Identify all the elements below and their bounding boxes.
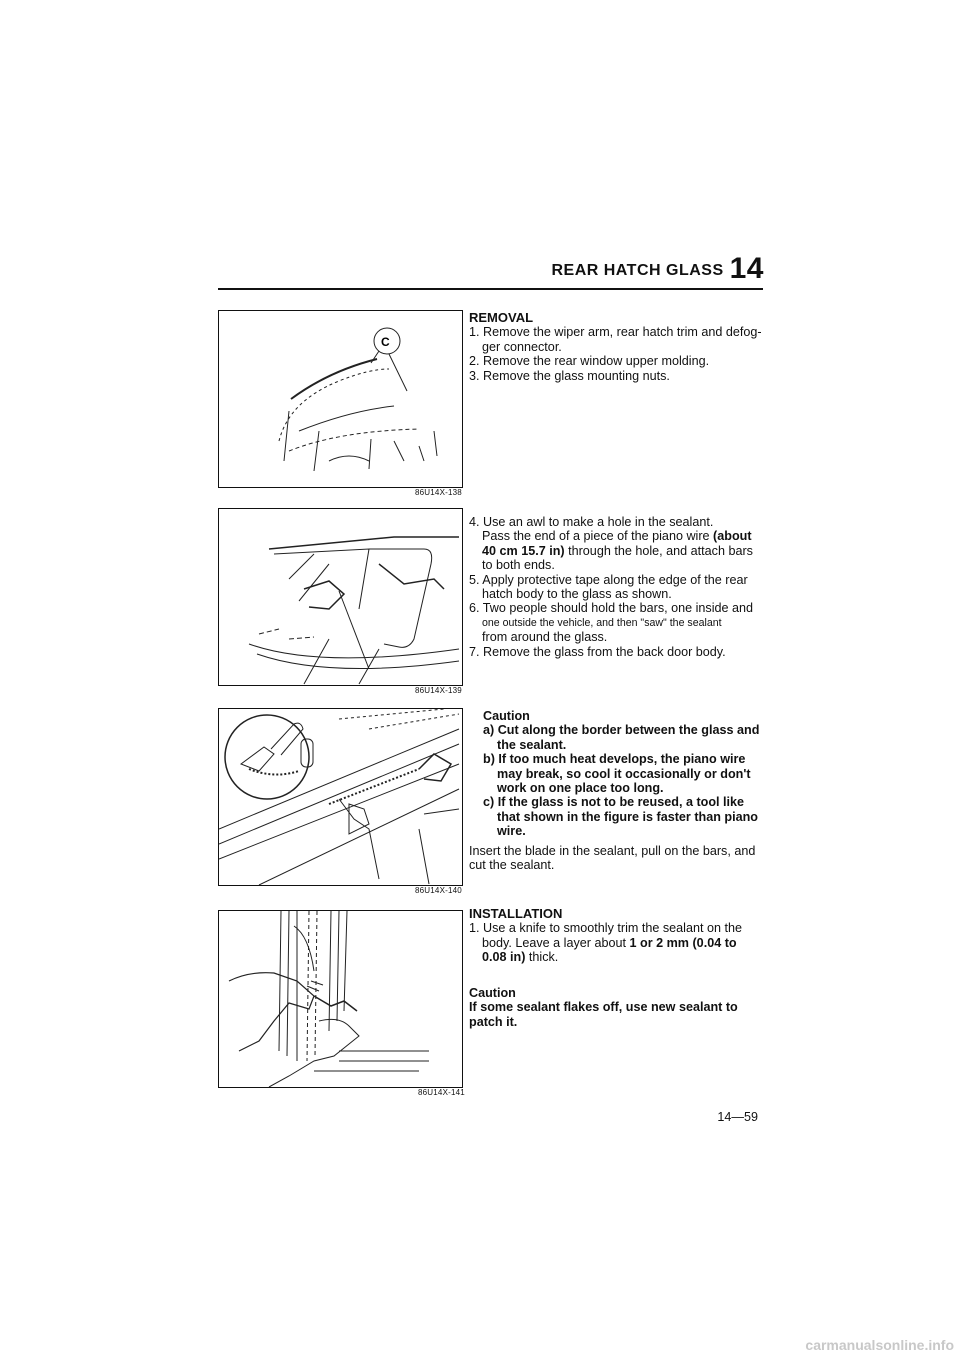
removal-step-4: 4. Use an awl to make a hole in the seal… <box>469 515 764 573</box>
caution-box-1: Caution a) Cut along the border between … <box>483 709 764 839</box>
figure-4-caption: 86U14X-141 <box>418 1088 465 1097</box>
installation-section: INSTALLATION 1. Use a knife to smoothly … <box>469 906 764 965</box>
figure-1-callout-label: C <box>381 335 390 349</box>
figure-1-hatch-overview: C <box>218 310 463 488</box>
figure-4-trim-sealant <box>218 910 463 1088</box>
removal-step-5: 5. Apply protective tape along the edge … <box>469 572 748 602</box>
caution-2-title: Caution <box>469 986 516 1000</box>
figure-3-illustration <box>219 709 460 885</box>
removal-step-4-text-b: through the hole, and attach bars to bot… <box>482 543 753 573</box>
figure-3-sealant-tool <box>218 708 463 886</box>
removal-step-4-intro: 4. Use an awl to make a hole in the seal… <box>469 515 714 529</box>
removal-step-6-line-3: from around the glass. <box>482 630 608 645</box>
installation-step-1-text-b: thick. <box>525 950 559 965</box>
removal-step-4-wire-length: (about 40 cm 15.7 in) <box>482 529 752 558</box>
removal-step-6-line-1: 6. Two people should hold the bars, one … <box>469 601 754 616</box>
removal-section: REMOVAL 1. Remove the wiper arm, rear ha… <box>469 310 764 383</box>
installation-step-1: 1. Use a knife to smoothly trim the seal… <box>469 921 764 964</box>
caution-1-title: Caution <box>483 709 530 723</box>
figure-2-illustration <box>248 536 460 685</box>
figure-1-illustration: C <box>278 327 438 472</box>
caution-box-2: Caution If some sealant flakes off, use … <box>469 986 764 1029</box>
removal-step-2: 2. Remove the rear window upper molding. <box>469 354 710 369</box>
removal-step-7: 7. Remove the glass from the back door b… <box>469 644 726 659</box>
caution-1-item-b: b) If too much heat develops, the piano … <box>483 752 751 796</box>
removal-step-4-text-a: Pass the end of a piece of the piano wir… <box>482 529 714 544</box>
section-title-text: REAR HATCH GLASS <box>551 262 724 279</box>
cutting-note: Insert the blade in the sealant, pull on… <box>469 844 756 873</box>
caution-2-text: If some sealant flakes off, use new seal… <box>469 1000 738 1029</box>
installation-heading: INSTALLATION <box>469 906 563 921</box>
figure-4-illustration <box>228 911 429 1087</box>
removal-step-3: 3. Remove the glass mounting nuts. <box>469 368 670 383</box>
removal-step-6-line-2: one outside the vehicle, and then "saw" … <box>482 616 722 629</box>
figure-1-caption: 86U14X-138 <box>415 488 462 497</box>
figure-3-caption: 86U14X-140 <box>415 886 462 895</box>
removal-step-4-detail: Pass the end of a piece of the piano wir… <box>482 529 764 572</box>
figure-2-wire-cutting <box>218 508 463 686</box>
page-number: 14—59 <box>717 1110 758 1124</box>
section-title: REAR HATCH GLASS 14 <box>551 252 764 286</box>
site-footer-link[interactable]: carmanualsonline.info <box>805 1337 954 1353</box>
installation-step-1-thickness: 1 or 2 mm (0.04 to 0.08 in) <box>482 935 737 965</box>
figure-2-caption: 86U14X-139 <box>415 686 462 695</box>
caution-1-item-a: a) Cut along the border between the glas… <box>483 723 760 752</box>
removal-step-1: 1. Remove the wiper arm, rear hatch trim… <box>469 325 762 354</box>
removal-steps-continued: 4. Use an awl to make a hole in the seal… <box>469 515 764 659</box>
chapter-number: 14 <box>729 252 764 285</box>
caution-1-item-c: c) If the glass is not to be reused, a t… <box>483 795 758 839</box>
installation-step-1-text-a: 1. Use a knife to smoothly trim the seal… <box>469 921 743 950</box>
header-rule <box>218 288 763 290</box>
removal-step-6: 6. Two people should hold the bars, one … <box>469 601 764 644</box>
removal-heading: REMOVAL <box>469 310 534 325</box>
